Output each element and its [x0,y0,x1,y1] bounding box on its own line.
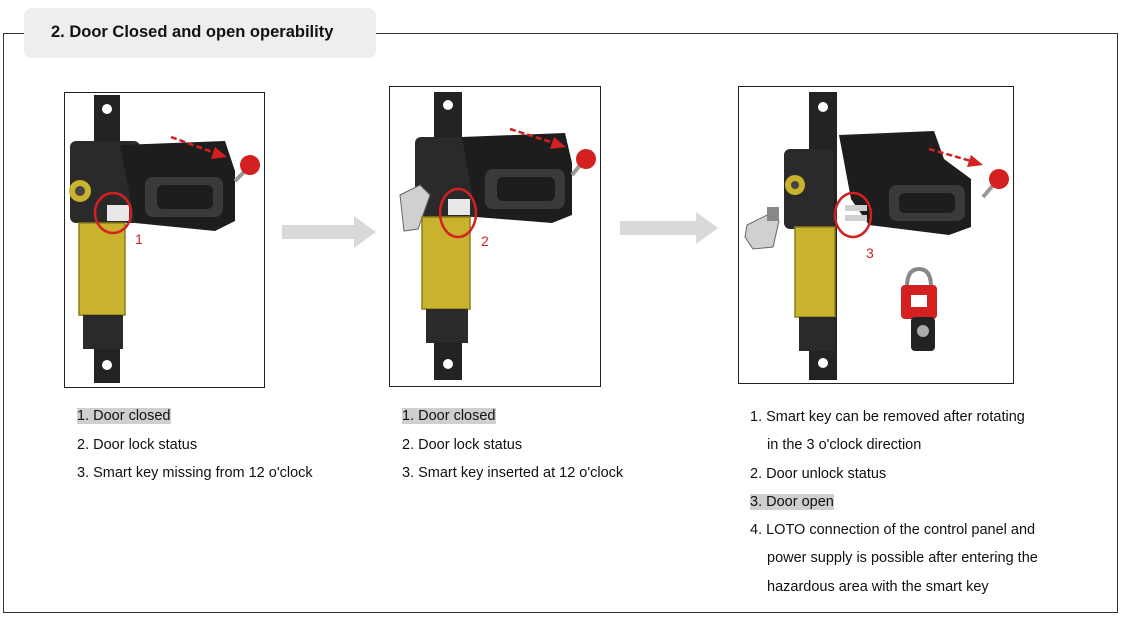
list-item: 1. Smart key can be removed after rotati… [750,409,1025,425]
caption-list-3: 1. Smart key can be removed after rotati… [750,403,1090,601]
illustration-door-closed-key-missing: 1 [64,92,265,388]
list-item: 3. Smart key missing from 12 o'clock [77,465,313,481]
list-item: 2. Door lock status [77,436,198,453]
list-item: 4. LOTO connection of the control panel … [750,522,1036,539]
section-frame [3,33,1118,613]
illustration-door-open-key-removed: 3 [738,86,1014,384]
list-item: 2. Door unlock status [750,465,887,482]
list-item: 3. Smart key inserted at 12 o'clock [402,465,624,481]
illustration-door-closed-key-inserted: 2 [389,86,601,387]
marker-number: 3 [866,245,874,261]
list-item: power supply is possible after entering … [767,550,1038,567]
list-item: 3. Door open [750,493,834,510]
list-item: hazardous area with the smart key [767,578,989,595]
list-item: 1. Door closed [77,408,171,424]
marker-number: 1 [135,231,143,247]
arrow-right-icon [620,212,718,244]
list-item: 1. Door closed [402,408,496,424]
list-item: 2. Door lock status [402,436,523,453]
arrow-right-icon [282,216,376,248]
caption-list-1: 1. Door closed 2. Door lock status 3. Sm… [77,402,313,488]
list-item: in the 3 o'clock direction [767,437,922,454]
marker-number: 2 [481,233,489,249]
caption-list-2: 1. Door closed 2. Door lock status 3. Sm… [402,402,623,488]
section-title: 2. Door Closed and open operability [24,8,376,58]
